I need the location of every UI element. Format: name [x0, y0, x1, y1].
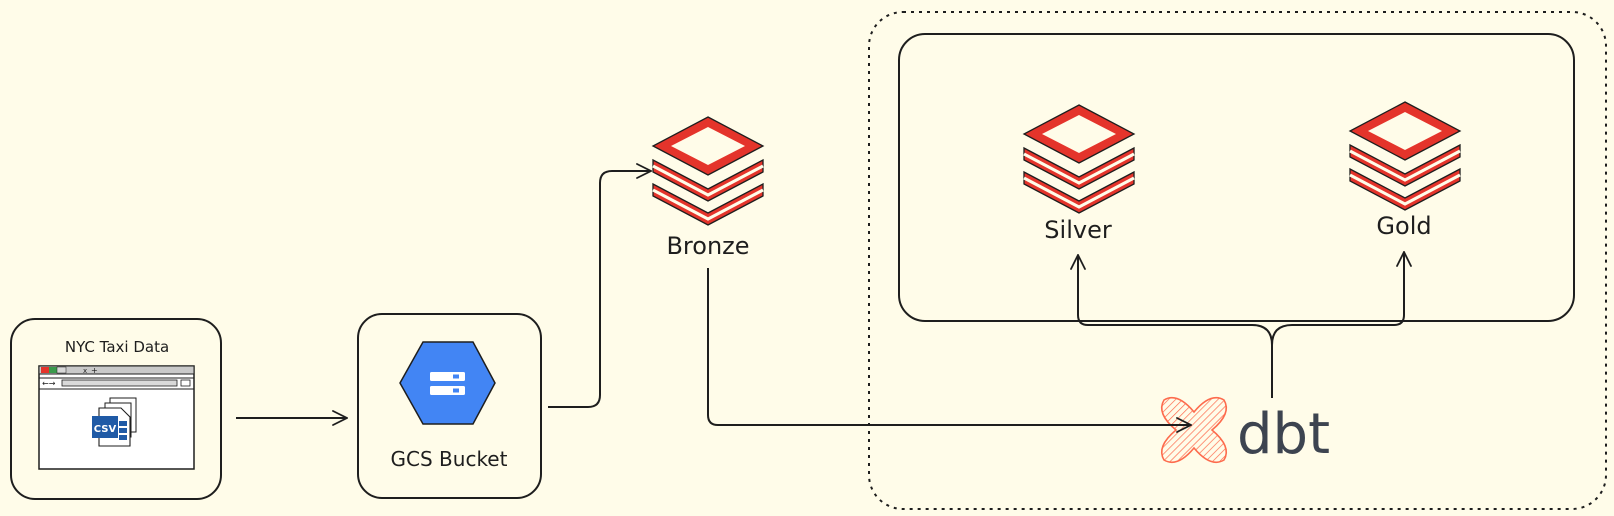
arrow-bucket-to-bronze [548, 171, 650, 408]
browser-csv-icon: x + ←→ CSV [38, 365, 195, 470]
source-node-label: NYC Taxi Data [65, 338, 169, 356]
csv-badge: CSV [94, 424, 117, 435]
arrow-bronze-to-dbt [707, 268, 1190, 425]
gcs-bucket-label: GCS Bucket [391, 447, 508, 471]
svg-text:+: + [91, 366, 98, 375]
bronze-label: Bronze [666, 232, 749, 260]
svg-text:←→: ←→ [42, 379, 56, 388]
silver-databricks-icon [1022, 104, 1136, 214]
silver-node[interactable]: Silver [1022, 104, 1136, 244]
gcs-bucket-node[interactable]: GCS Bucket [357, 313, 542, 499]
arrow-dbt-to-gold [1271, 253, 1404, 346]
gold-label: Gold [1376, 212, 1431, 240]
gold-node[interactable]: Gold [1348, 101, 1462, 240]
silver-label: Silver [1044, 216, 1112, 244]
transform-layers-box [898, 33, 1575, 322]
bronze-node[interactable]: Bronze [651, 116, 765, 260]
arrow-dbt-to-silver [1078, 256, 1273, 398]
dbt-label: dbt [1237, 402, 1330, 467]
svg-text:x: x [83, 367, 87, 375]
dbt-logo-icon [1160, 396, 1228, 464]
dbt-node[interactable]: dbt [1160, 396, 1330, 467]
dbt-scope-container [868, 11, 1607, 510]
gold-databricks-icon [1348, 101, 1462, 211]
bronze-databricks-icon [651, 116, 765, 226]
gcs-bucket-icon [399, 341, 496, 425]
source-node[interactable]: NYC Taxi Data x + ←→ CSV [10, 318, 222, 500]
